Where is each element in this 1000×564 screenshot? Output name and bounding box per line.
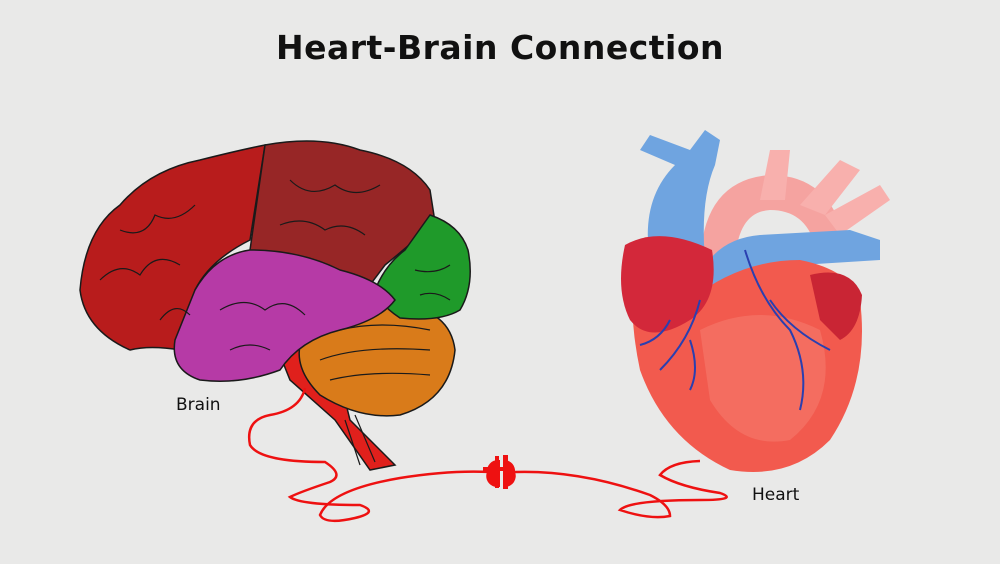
cord-right bbox=[514, 459, 728, 519]
plug-icon bbox=[483, 455, 516, 489]
aorta-branch bbox=[760, 150, 890, 235]
superior-vena-cava bbox=[640, 130, 720, 260]
brain-folds bbox=[99, 179, 451, 466]
cord-left bbox=[247, 387, 491, 523]
coronary-vessels bbox=[639, 249, 831, 411]
heart-label: Heart bbox=[752, 485, 800, 505]
occipital-lobe bbox=[374, 214, 471, 320]
heart-illustration bbox=[621, 130, 890, 472]
brain-label: Brain bbox=[176, 395, 221, 415]
right-atrium bbox=[810, 272, 862, 340]
page-title: Heart-Brain Connection bbox=[275, 28, 725, 67]
ventricle-highlight bbox=[700, 315, 826, 442]
temporal-lobe bbox=[173, 249, 396, 382]
connection-cord bbox=[247, 387, 728, 523]
left-atrium bbox=[621, 236, 714, 333]
brain-illustration bbox=[79, 140, 471, 471]
